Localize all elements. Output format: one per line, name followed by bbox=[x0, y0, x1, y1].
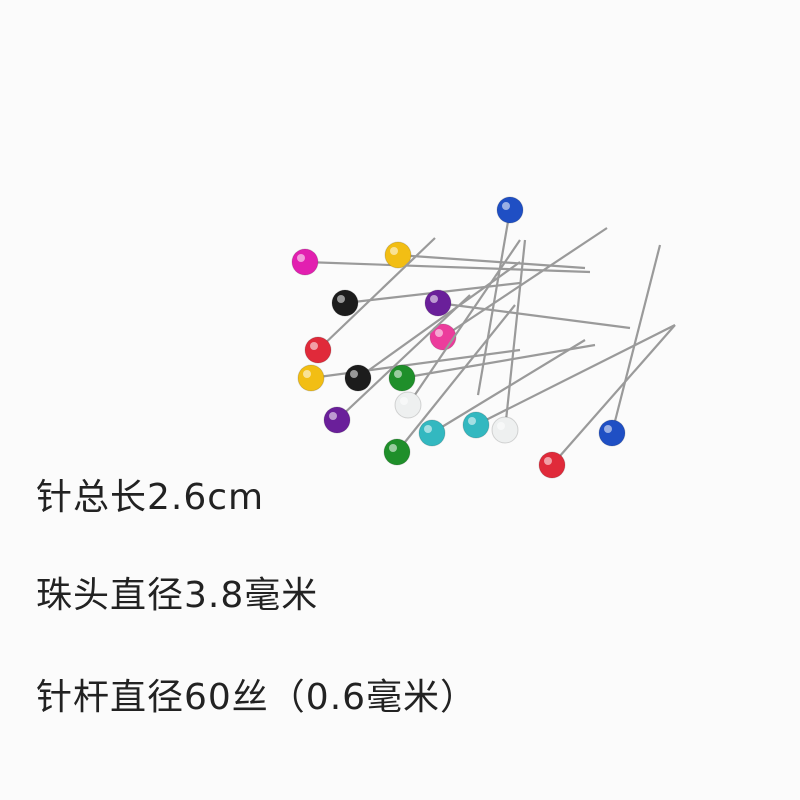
pin-head bbox=[538, 451, 566, 479]
pin-white bbox=[394, 239, 521, 419]
pin-shaft bbox=[610, 244, 662, 434]
pin-purple bbox=[323, 294, 471, 434]
pin-head-highlight bbox=[424, 425, 432, 433]
head-diameter-text: 珠头直径3.8毫米 bbox=[36, 575, 319, 616]
pin-shaft bbox=[317, 237, 436, 351]
pin-head bbox=[383, 438, 411, 466]
pin-shaft bbox=[397, 253, 586, 270]
pin-head-highlight bbox=[468, 417, 476, 425]
pin-head-highlight bbox=[310, 342, 318, 350]
pin-shaft bbox=[437, 301, 631, 330]
pin-yellow bbox=[297, 348, 521, 392]
pin-head bbox=[462, 411, 490, 439]
pin-red bbox=[538, 324, 676, 479]
pin-head-highlight bbox=[544, 457, 552, 465]
pin-shaft bbox=[475, 324, 676, 426]
pin-shaft bbox=[401, 343, 596, 380]
pin-shaft bbox=[407, 239, 521, 406]
pin-head-highlight bbox=[394, 370, 402, 378]
pin-head bbox=[598, 419, 626, 447]
pin-yellow bbox=[384, 241, 586, 270]
pin-head bbox=[323, 406, 351, 434]
pin-length-text: 针总长2.6cm bbox=[36, 477, 265, 518]
pin-cyan bbox=[462, 324, 676, 439]
pin-head bbox=[418, 419, 446, 447]
pin-head-highlight bbox=[329, 412, 337, 420]
pin-head bbox=[491, 416, 519, 444]
pin-head-highlight bbox=[303, 370, 311, 378]
pin-head bbox=[424, 289, 452, 317]
pin-head-highlight bbox=[430, 295, 438, 303]
pin-green bbox=[383, 304, 516, 466]
pin-red bbox=[304, 237, 436, 364]
pin-white bbox=[491, 239, 527, 444]
pin-blue bbox=[476, 196, 524, 396]
pin-head-highlight bbox=[502, 202, 510, 210]
pin-head-highlight bbox=[400, 397, 408, 405]
pin-head bbox=[394, 391, 422, 419]
pin-shaft bbox=[396, 304, 516, 453]
pin-head-highlight bbox=[497, 422, 505, 430]
pin-shaft bbox=[503, 239, 527, 431]
pin-green bbox=[388, 343, 596, 392]
pin-head bbox=[344, 364, 372, 392]
pin-shaft bbox=[442, 227, 608, 338]
pin-purple bbox=[424, 289, 631, 330]
pin-head bbox=[331, 289, 359, 317]
shaft-diameter-text: 针杆直径60丝（0.6毫米） bbox=[36, 677, 478, 718]
pin-head-highlight bbox=[350, 370, 358, 378]
pin-head-highlight bbox=[604, 425, 612, 433]
pin-head bbox=[297, 364, 325, 392]
pin-head-highlight bbox=[389, 444, 397, 452]
pin-head-highlight bbox=[337, 295, 345, 303]
pin-head-highlight bbox=[297, 254, 305, 262]
pin-magenta bbox=[291, 248, 591, 276]
pin-head bbox=[304, 336, 332, 364]
pin-head-highlight bbox=[390, 247, 398, 255]
pin-head bbox=[291, 248, 319, 276]
pin-black bbox=[344, 261, 521, 392]
pin-shaft bbox=[551, 324, 676, 466]
pin-shaft bbox=[336, 294, 471, 421]
pin-head-highlight bbox=[435, 329, 443, 337]
pin-head bbox=[496, 196, 524, 224]
pin-blue bbox=[598, 244, 662, 447]
pin-shaft bbox=[310, 348, 521, 380]
